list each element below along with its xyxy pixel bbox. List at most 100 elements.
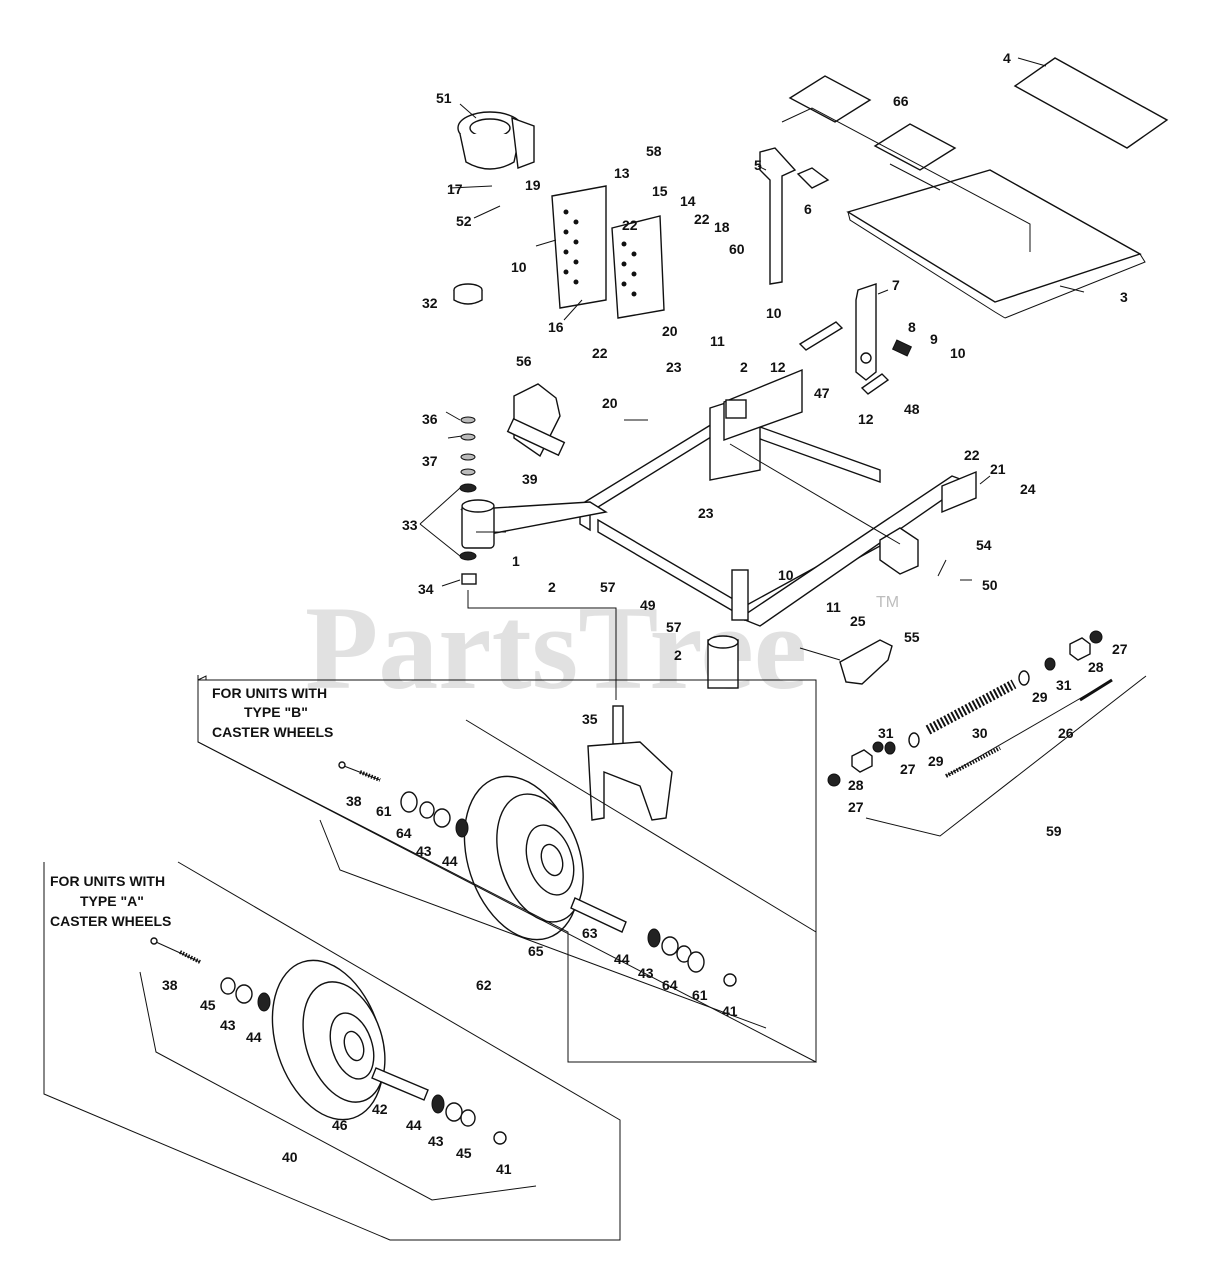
hub-parts-b-right [647,928,737,987]
callout-61-a: 61 [376,803,392,819]
callout-20-b: 20 [602,395,618,411]
callout-65: 65 [528,943,544,959]
spacer-34 [461,573,477,585]
callout-61-b: 61 [692,987,708,1003]
svg-text:CASTER WHEELS: CASTER WHEELS [50,913,171,929]
callout-47: 47 [814,385,830,401]
callout-6: 6 [804,201,812,217]
callout-54: 54 [976,537,992,553]
callout-23-b: 23 [698,505,714,521]
callout-60: 60 [729,241,745,257]
callout-34: 34 [418,581,434,597]
callout-57-b: 57 [666,619,682,635]
callout-1: 1 [512,553,520,569]
callout-4: 4 [1003,50,1011,66]
callout-39: 39 [522,471,538,487]
callout-22-b: 22 [694,211,710,227]
cap-32 [453,283,483,305]
svg-text:FOR UNITS WITH: FOR UNITS WITH [212,685,327,701]
decal-66 [788,75,957,171]
type-a-note: FOR UNITS WITH TYPE "A" CASTER WHEELS [50,873,171,929]
callout-29-b: 29 [928,753,944,769]
callout-9: 9 [930,331,938,347]
callout-38-a: 38 [162,977,178,993]
callout-16: 16 [548,319,564,335]
nuts-27 [827,630,1103,787]
wheel-65 [463,775,584,941]
callout-37: 37 [422,453,438,469]
callout-10-d: 10 [778,567,794,583]
callout-44-b: 44 [614,951,630,967]
callout-labels: 4 66 51 58 13 19 15 5 17 14 22 18 22 6 5… [162,50,1128,1177]
callout-7: 7 [892,277,900,293]
callout-21: 21 [990,461,1006,477]
callout-32: 32 [422,295,438,311]
callout-52: 52 [456,213,472,229]
callout-31-a: 31 [1056,677,1072,693]
panel-plate-14 [611,215,665,319]
callout-8: 8 [908,319,916,335]
callout-56: 56 [516,353,532,369]
callout-18: 18 [714,219,730,235]
callout-10-a: 10 [511,259,527,275]
callout-28-b: 28 [848,777,864,793]
pedal-arm-5 [759,147,797,285]
callout-64-a: 64 [396,825,412,841]
callout-11-b: 11 [826,599,841,615]
callout-59: 59 [1046,823,1062,839]
callout-27-a: 27 [1112,641,1128,657]
callout-10-b: 10 [766,305,782,321]
callout-44-d: 44 [406,1117,422,1133]
callout-15: 15 [652,183,668,199]
callout-64-b: 64 [662,977,678,993]
svg-text:CASTER WHEELS: CASTER WHEELS [212,724,333,740]
svg-text:FOR UNITS WITH: FOR UNITS WITH [50,873,165,889]
spring-30 [925,679,1017,735]
caster-fork-35 [587,705,673,821]
svg-text:TYPE "B": TYPE "B" [244,704,308,720]
callout-2-b: 2 [548,579,556,595]
svg-text:TYPE "A": TYPE "A" [80,893,144,909]
callout-58: 58 [646,143,662,159]
callout-2-a: 2 [740,359,748,375]
callout-44-c: 44 [246,1029,262,1045]
callout-45-a: 45 [200,997,216,1013]
callout-27-b: 27 [900,761,916,777]
bracket-56 [506,383,566,458]
callout-57-a: 57 [600,579,616,595]
type-b-note: FOR UNITS WITH TYPE "B" CASTER WHEELS [212,685,333,740]
callout-50: 50 [982,577,998,593]
axle-63 [570,897,627,933]
callout-12-a: 12 [770,359,786,375]
callout-17: 17 [447,181,463,197]
callout-41-a: 41 [722,1003,738,1019]
callout-43-d: 43 [428,1133,444,1149]
callout-36: 36 [422,411,438,427]
callout-22-c: 22 [592,345,608,361]
callout-13: 13 [614,165,630,181]
callout-23-a: 23 [666,359,682,375]
callout-48: 48 [904,401,920,417]
callout-33: 33 [402,517,418,533]
callout-63: 63 [582,925,598,941]
callout-26: 26 [1058,725,1074,741]
axle-42 [371,1067,429,1101]
cup-holder-51 [457,111,535,170]
callout-44-a: 44 [442,853,458,869]
leader-lines [419,57,1085,587]
callout-22-a: 22 [622,217,638,233]
callout-55: 55 [904,629,920,645]
bolt-38-a [150,937,201,964]
callout-29-a: 29 [1032,689,1048,705]
callout-66: 66 [893,93,909,109]
callout-3: 3 [1120,289,1128,305]
callout-10-c: 10 [950,345,966,361]
callout-43-a: 43 [416,843,432,859]
bracket-55 [799,639,893,685]
hub-parts-b-left [400,791,469,838]
pedal-bracket-7 [855,283,877,381]
callout-22-d: 22 [964,447,980,463]
callout-14: 14 [680,193,696,209]
callout-43-b: 43 [638,965,654,981]
